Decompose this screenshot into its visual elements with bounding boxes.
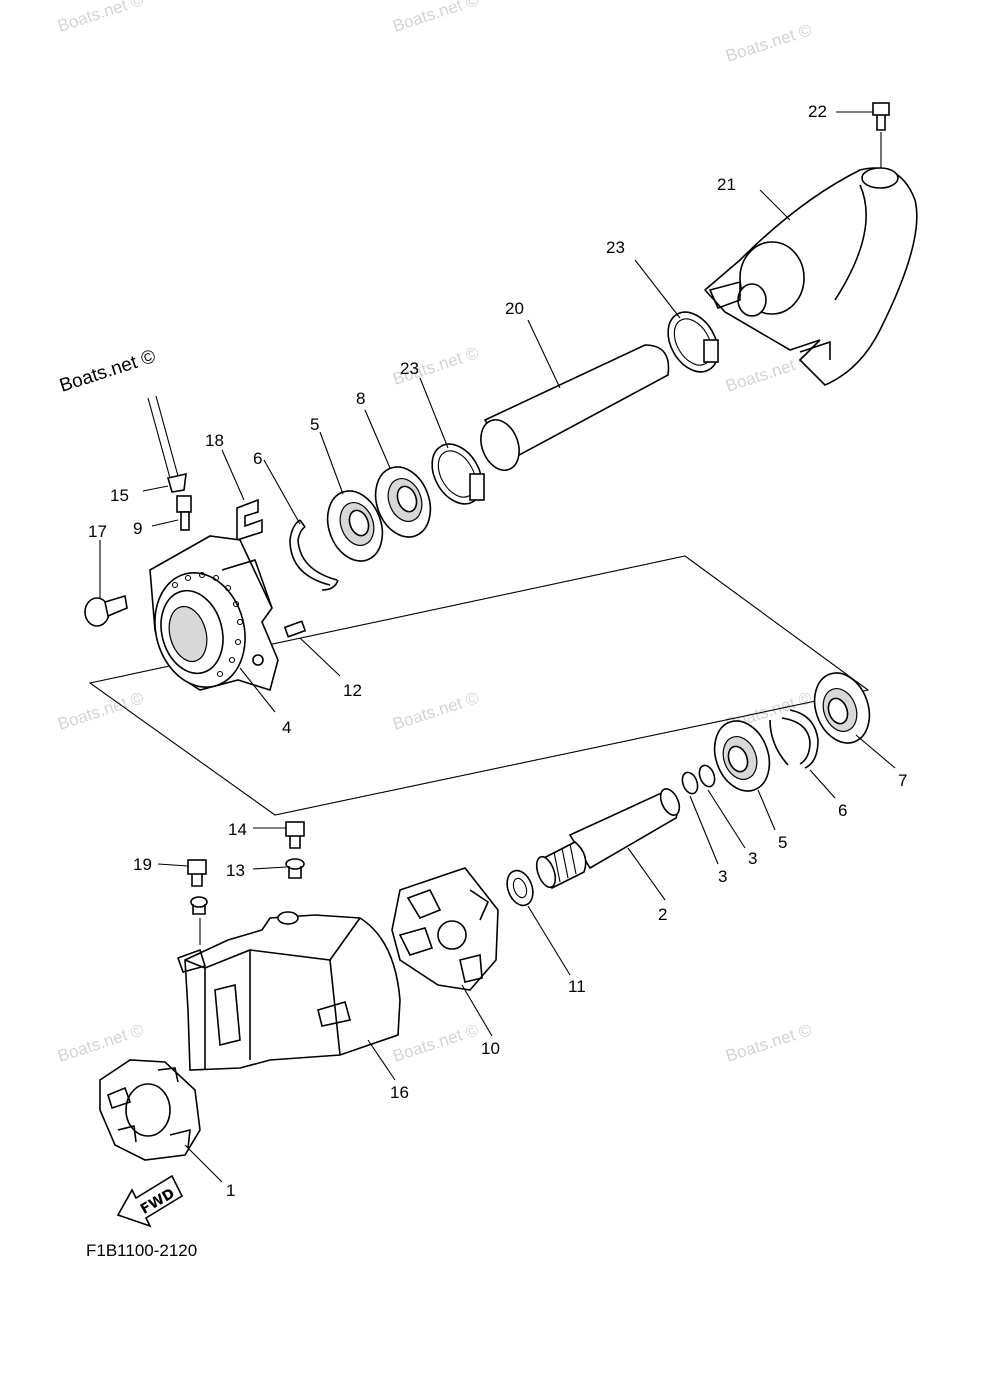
- part-6-snap-ring-upper: [289, 519, 339, 591]
- callout-9: 9: [133, 519, 142, 538]
- callout-labels: 1 2 3 3 4 5 5 6 6 7 8 9 10 11 12 13 14 1…: [88, 102, 907, 1200]
- callout-6: 6: [253, 449, 262, 468]
- callout-2: 2: [658, 905, 667, 924]
- part-23-clamp-upper: [667, 311, 719, 373]
- callout-6: 6: [838, 801, 847, 820]
- part-4-housing: [149, 535, 279, 713]
- watermark: Boats.net ©: [723, 1020, 814, 1066]
- callout-5: 5: [310, 415, 319, 434]
- part-22-bolt: [836, 102, 890, 168]
- callout-3: 3: [718, 867, 727, 886]
- part-16-cover: [176, 911, 401, 1081]
- part-17-bolt: [84, 540, 128, 627]
- watermark: Boats.net ©: [390, 688, 481, 734]
- part-23-clamp-lower: [431, 443, 485, 505]
- part-10-coupling: [391, 867, 499, 1037]
- part-19-bolt: [157, 859, 208, 945]
- part-7-bearing: [813, 672, 896, 769]
- callout-5: 5: [778, 833, 787, 852]
- callout-4: 4: [282, 718, 291, 737]
- fwd-arrow-icon: FWD: [116, 1174, 184, 1228]
- watermark: Boats.net ©: [55, 1020, 146, 1066]
- callout-7: 7: [898, 771, 907, 790]
- part-21-nozzle: [703, 167, 918, 386]
- watermark: Boats.net ©: [55, 0, 146, 36]
- watermark: Boats.net ©: [723, 20, 814, 66]
- part-9-fitting: [151, 495, 192, 531]
- callout-18: 18: [205, 431, 224, 450]
- leader-lines: [221, 189, 791, 525]
- callout-10: 10: [481, 1039, 500, 1058]
- part-12-pin: [283, 620, 341, 677]
- watermark: Boats.net ©: [390, 0, 481, 36]
- part-20-tube: [480, 344, 670, 471]
- part-5-bearing-lower: [713, 720, 776, 831]
- part-13-collar: [252, 858, 305, 879]
- part-14-bolt: [253, 821, 305, 849]
- part-11-spacer: [506, 869, 571, 976]
- part-8-bearing: [374, 466, 432, 538]
- callout-16: 16: [390, 1083, 409, 1102]
- callout-15: 15: [110, 486, 129, 505]
- drawing-code: F1B1100-2120: [86, 1241, 197, 1260]
- callout-23: 23: [400, 359, 419, 378]
- part-18-clip: [236, 498, 263, 542]
- callout-19: 19: [133, 855, 152, 874]
- callout-1: 1: [226, 1181, 235, 1200]
- watermark: Boats.net ©: [723, 350, 814, 396]
- watermark: Boats.net ©: [55, 688, 146, 734]
- callout-12: 12: [343, 681, 362, 700]
- callout-17: 17: [88, 522, 107, 541]
- part-3-o-rings: [681, 764, 746, 865]
- callout-20: 20: [505, 299, 524, 318]
- callout-8: 8: [356, 389, 365, 408]
- callout-11: 11: [568, 977, 586, 996]
- watermark-dark: Boats.net ©: [57, 346, 158, 397]
- part-5-bearing-upper: [326, 490, 384, 562]
- part-2-shaft: [535, 788, 681, 901]
- callout-23: 23: [606, 238, 625, 257]
- callout-21: 21: [717, 175, 736, 194]
- callout-13: 13: [226, 861, 245, 880]
- watermark: Boats.net ©: [390, 1020, 481, 1066]
- part-1-damper: [99, 1059, 223, 1183]
- callout-3: 3: [748, 849, 757, 868]
- assembly-outline: [88, 555, 870, 816]
- housing-bolt-holes: [171, 571, 244, 678]
- callout-14: 14: [228, 820, 247, 839]
- callout-22: 22: [808, 102, 827, 121]
- part-6-snap-ring-lower: [769, 709, 836, 799]
- part-15-nipple: [142, 395, 187, 493]
